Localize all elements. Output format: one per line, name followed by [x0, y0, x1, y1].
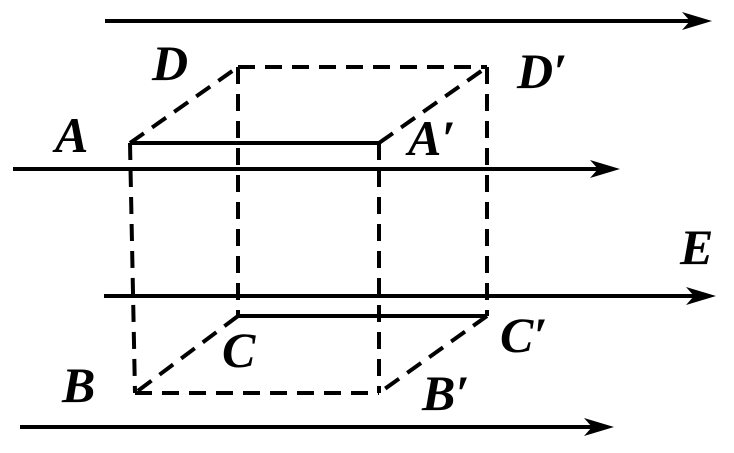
label-C-prime: C′ — [500, 307, 548, 363]
label-B: B — [62, 357, 96, 413]
arrowhead-icon — [584, 418, 614, 436]
label-C: C — [222, 322, 256, 378]
directed-lines — [13, 12, 716, 436]
label-B-prime: B′ — [422, 365, 470, 421]
label-E: E — [680, 219, 714, 275]
edge-C_prime-B_prime — [377, 314, 489, 395]
dashed-edges — [128, 65, 489, 395]
edge-A_prime-D_prime — [377, 65, 489, 145]
edge-A-D — [128, 65, 240, 145]
arrowhead-icon — [686, 287, 716, 305]
arrowhead-icon — [590, 160, 620, 178]
arrowhead-icon — [682, 12, 712, 30]
label-A-prime: A′ — [408, 110, 456, 166]
edge-A-B — [128, 142, 137, 394]
solid-edges — [130, 141, 487, 318]
label-D-prime: D′ — [517, 43, 568, 99]
edge-C-B — [133, 314, 240, 395]
label-A: A — [55, 107, 89, 163]
label-D: D — [152, 35, 189, 91]
